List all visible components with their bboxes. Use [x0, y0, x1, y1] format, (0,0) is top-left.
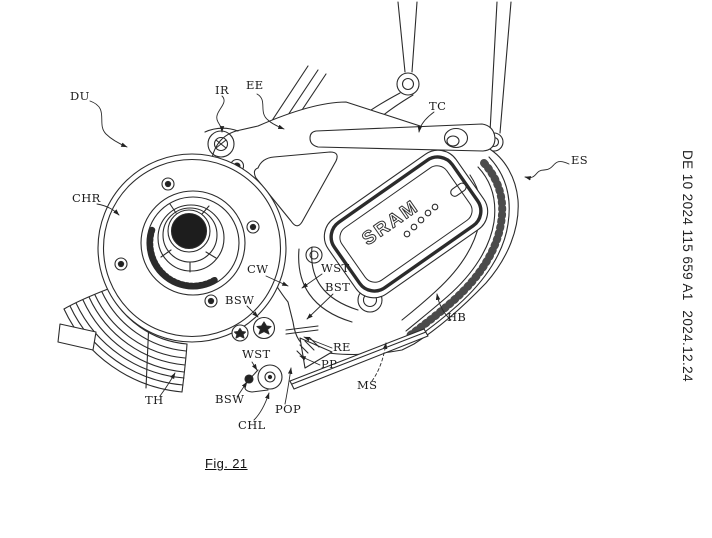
ref-label-pp: PP	[321, 357, 338, 371]
ref-label-ir: IR	[215, 83, 230, 97]
ref-label-tc: TC	[429, 99, 447, 113]
figure-caption: Fig. 21	[205, 456, 248, 471]
bottom-bracket-parts	[231, 316, 429, 393]
ref-label-chl: CHL	[238, 418, 266, 432]
ref-label-ee: EE	[246, 78, 264, 92]
ref-label-du: DU	[70, 89, 90, 103]
top-clamp-bar	[309, 123, 496, 152]
controller-module: SRAM	[323, 149, 489, 299]
ref-label-wst-lower: WST	[242, 347, 271, 361]
ref-label-wst-upper: WST	[321, 261, 350, 275]
ref-label-bsw-lower: BSW	[215, 392, 245, 406]
ref-label-ms: MS	[357, 378, 378, 392]
ref-label-bsw-upper: BSW	[225, 293, 255, 307]
chainring-hub	[97, 153, 287, 343]
ref-label-hb: HB	[447, 310, 467, 324]
ref-label-cw: CW	[247, 262, 269, 276]
down-tube-ribbing	[404, 159, 507, 341]
leader-lines	[89, 93, 570, 421]
ref-label-es: ES	[571, 153, 589, 167]
publication-number: DE 10 2024 115 659 A1	[680, 150, 696, 301]
ref-label-re: RE	[333, 340, 351, 354]
patent-header-strip: DE 10 2024 115 659 A1 2024.12.24	[679, 150, 697, 382]
ref-label-pop: POP	[275, 402, 302, 416]
ref-label-bst: BST	[325, 280, 351, 294]
power-button	[450, 182, 467, 197]
ref-label-th: TH	[145, 393, 164, 407]
cooling-fins	[57, 288, 188, 393]
publication-date: 2024.12.24	[680, 310, 696, 382]
led-indicators	[403, 203, 439, 238]
ref-label-chr: CHR	[72, 191, 101, 205]
spline-teeth	[146, 225, 218, 290]
